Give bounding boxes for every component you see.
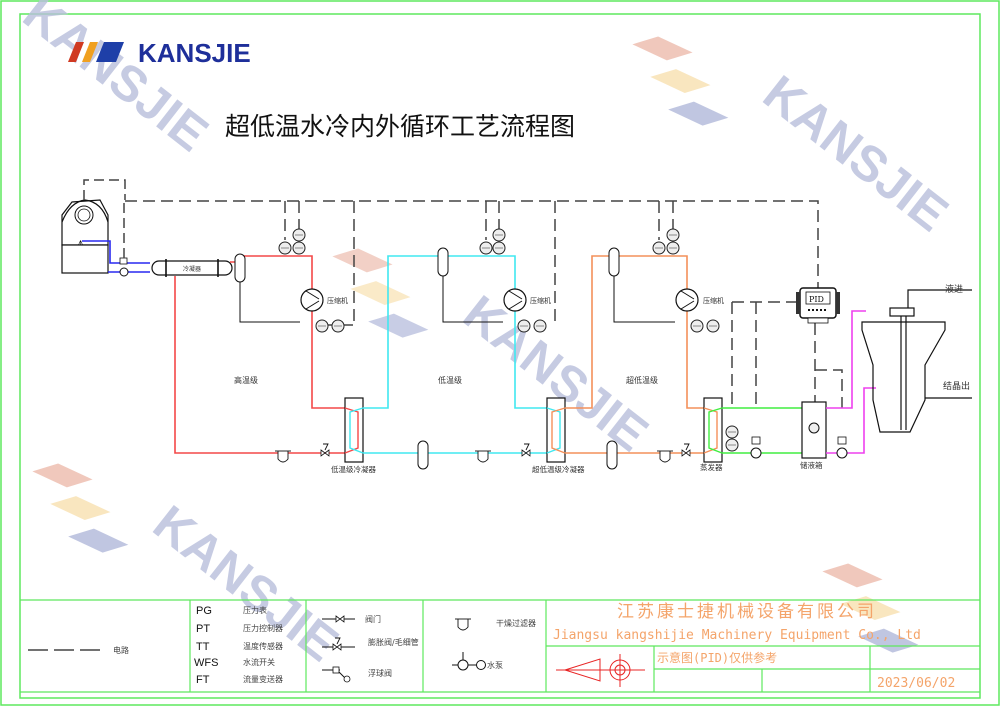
- compressor-1-label: 压缩机: [327, 296, 348, 305]
- kansjie-logo: KANSJIE: [68, 38, 251, 68]
- page-title: 超低温水冷内外循环工艺流程图: [225, 112, 575, 141]
- inner-frame: [19, 13, 981, 699]
- legend-desc-pg: 压力表: [243, 605, 267, 615]
- legend-code-wfs: WFS: [194, 657, 218, 669]
- low-stage-loop: [363, 255, 547, 454]
- water-loop: [722, 407, 802, 454]
- ultra-low-stage-condenser: 超低温级冷凝器: [532, 397, 585, 474]
- low-stage-condenser: 低温级冷凝器: [331, 397, 376, 474]
- watermark-group: KANSJIE KANSJIE KANSJIE KANSJIE: [13, 0, 958, 672]
- filter-icon: [454, 618, 472, 631]
- legend-pump: 水泵: [487, 660, 503, 670]
- logo-text: KANSJIE: [138, 38, 251, 68]
- drawing-date: 2023/06/02: [877, 676, 955, 691]
- legend-desc-wfs: 水流开关: [243, 657, 275, 667]
- condenser: 冷凝器: [151, 259, 233, 277]
- pid-reference-note: 示意图(PID)仅供参考: [657, 650, 777, 665]
- pid-label: PID: [809, 295, 824, 304]
- low-stage-condenser-label: 低温级冷凝器: [331, 464, 376, 474]
- stage-label-low: 低温级: [438, 375, 462, 385]
- legend-float-valve: 浮球阀: [368, 668, 392, 678]
- legend-code-pt: PT: [196, 623, 210, 635]
- legend-desc-ft: 流量变送器: [243, 674, 283, 684]
- storage-tank: 储液箱: [800, 401, 827, 470]
- projection-symbol-icon: [556, 654, 645, 687]
- pid-controller: PID: [796, 287, 840, 324]
- evaporator: 蒸发器: [700, 397, 723, 472]
- external-loop: [826, 310, 876, 454]
- condenser-label: 冷凝器: [183, 265, 201, 273]
- watermark-text: KANSJIE: [753, 65, 958, 243]
- crystallizer: [861, 289, 972, 433]
- compressor-2-label: 压缩机: [530, 296, 551, 305]
- evaporator-label: 蒸发器: [700, 462, 723, 472]
- legend-block: [20, 599, 980, 693]
- pump-icon: [452, 652, 486, 671]
- storage-tank-label: 储液箱: [800, 460, 823, 470]
- watermark-text: KANSJIE: [13, 0, 218, 162]
- float-valve-icon: [322, 666, 351, 683]
- stage-label-high: 高温级: [234, 375, 258, 385]
- legend-desc-pt: 压力控制器: [243, 623, 283, 633]
- cooling-tower: ⩚: [61, 179, 126, 274]
- legend-valve: 阀门: [365, 614, 381, 624]
- legend-desc-tt: 温度传感器: [243, 641, 283, 651]
- legend-expansion-valve: 膨胀阀/毛细管: [368, 637, 419, 647]
- ultra-low-stage-loop: [565, 255, 704, 454]
- crystal-out-label: 结晶出: [943, 380, 970, 392]
- liquid-in-label: 液进: [945, 283, 963, 295]
- cooling-water-loop: [82, 200, 150, 277]
- company-name-cn: 江苏康士捷机械设备有限公司: [617, 602, 877, 622]
- legend-code-pg: PG: [196, 605, 212, 617]
- company-name-en: Jiangsu kangshijie Machinery Equipment C…: [553, 628, 921, 643]
- compressor-icon: [300, 288, 324, 312]
- ultra-low-stage-condenser-label: 超低温级冷凝器: [532, 464, 585, 474]
- stage-label-ultra-low: 超低温级: [626, 375, 658, 385]
- high-stage-loop: [174, 255, 345, 454]
- legend-code-tt: TT: [196, 641, 210, 653]
- legend-circuit-label: 电路: [113, 645, 129, 655]
- svg-text:⩚: ⩚: [78, 238, 83, 248]
- compressor-3-label: 压缩机: [703, 296, 724, 305]
- legend-code-ft: FT: [196, 674, 210, 686]
- legend-filter: 干燥过滤器: [496, 618, 536, 628]
